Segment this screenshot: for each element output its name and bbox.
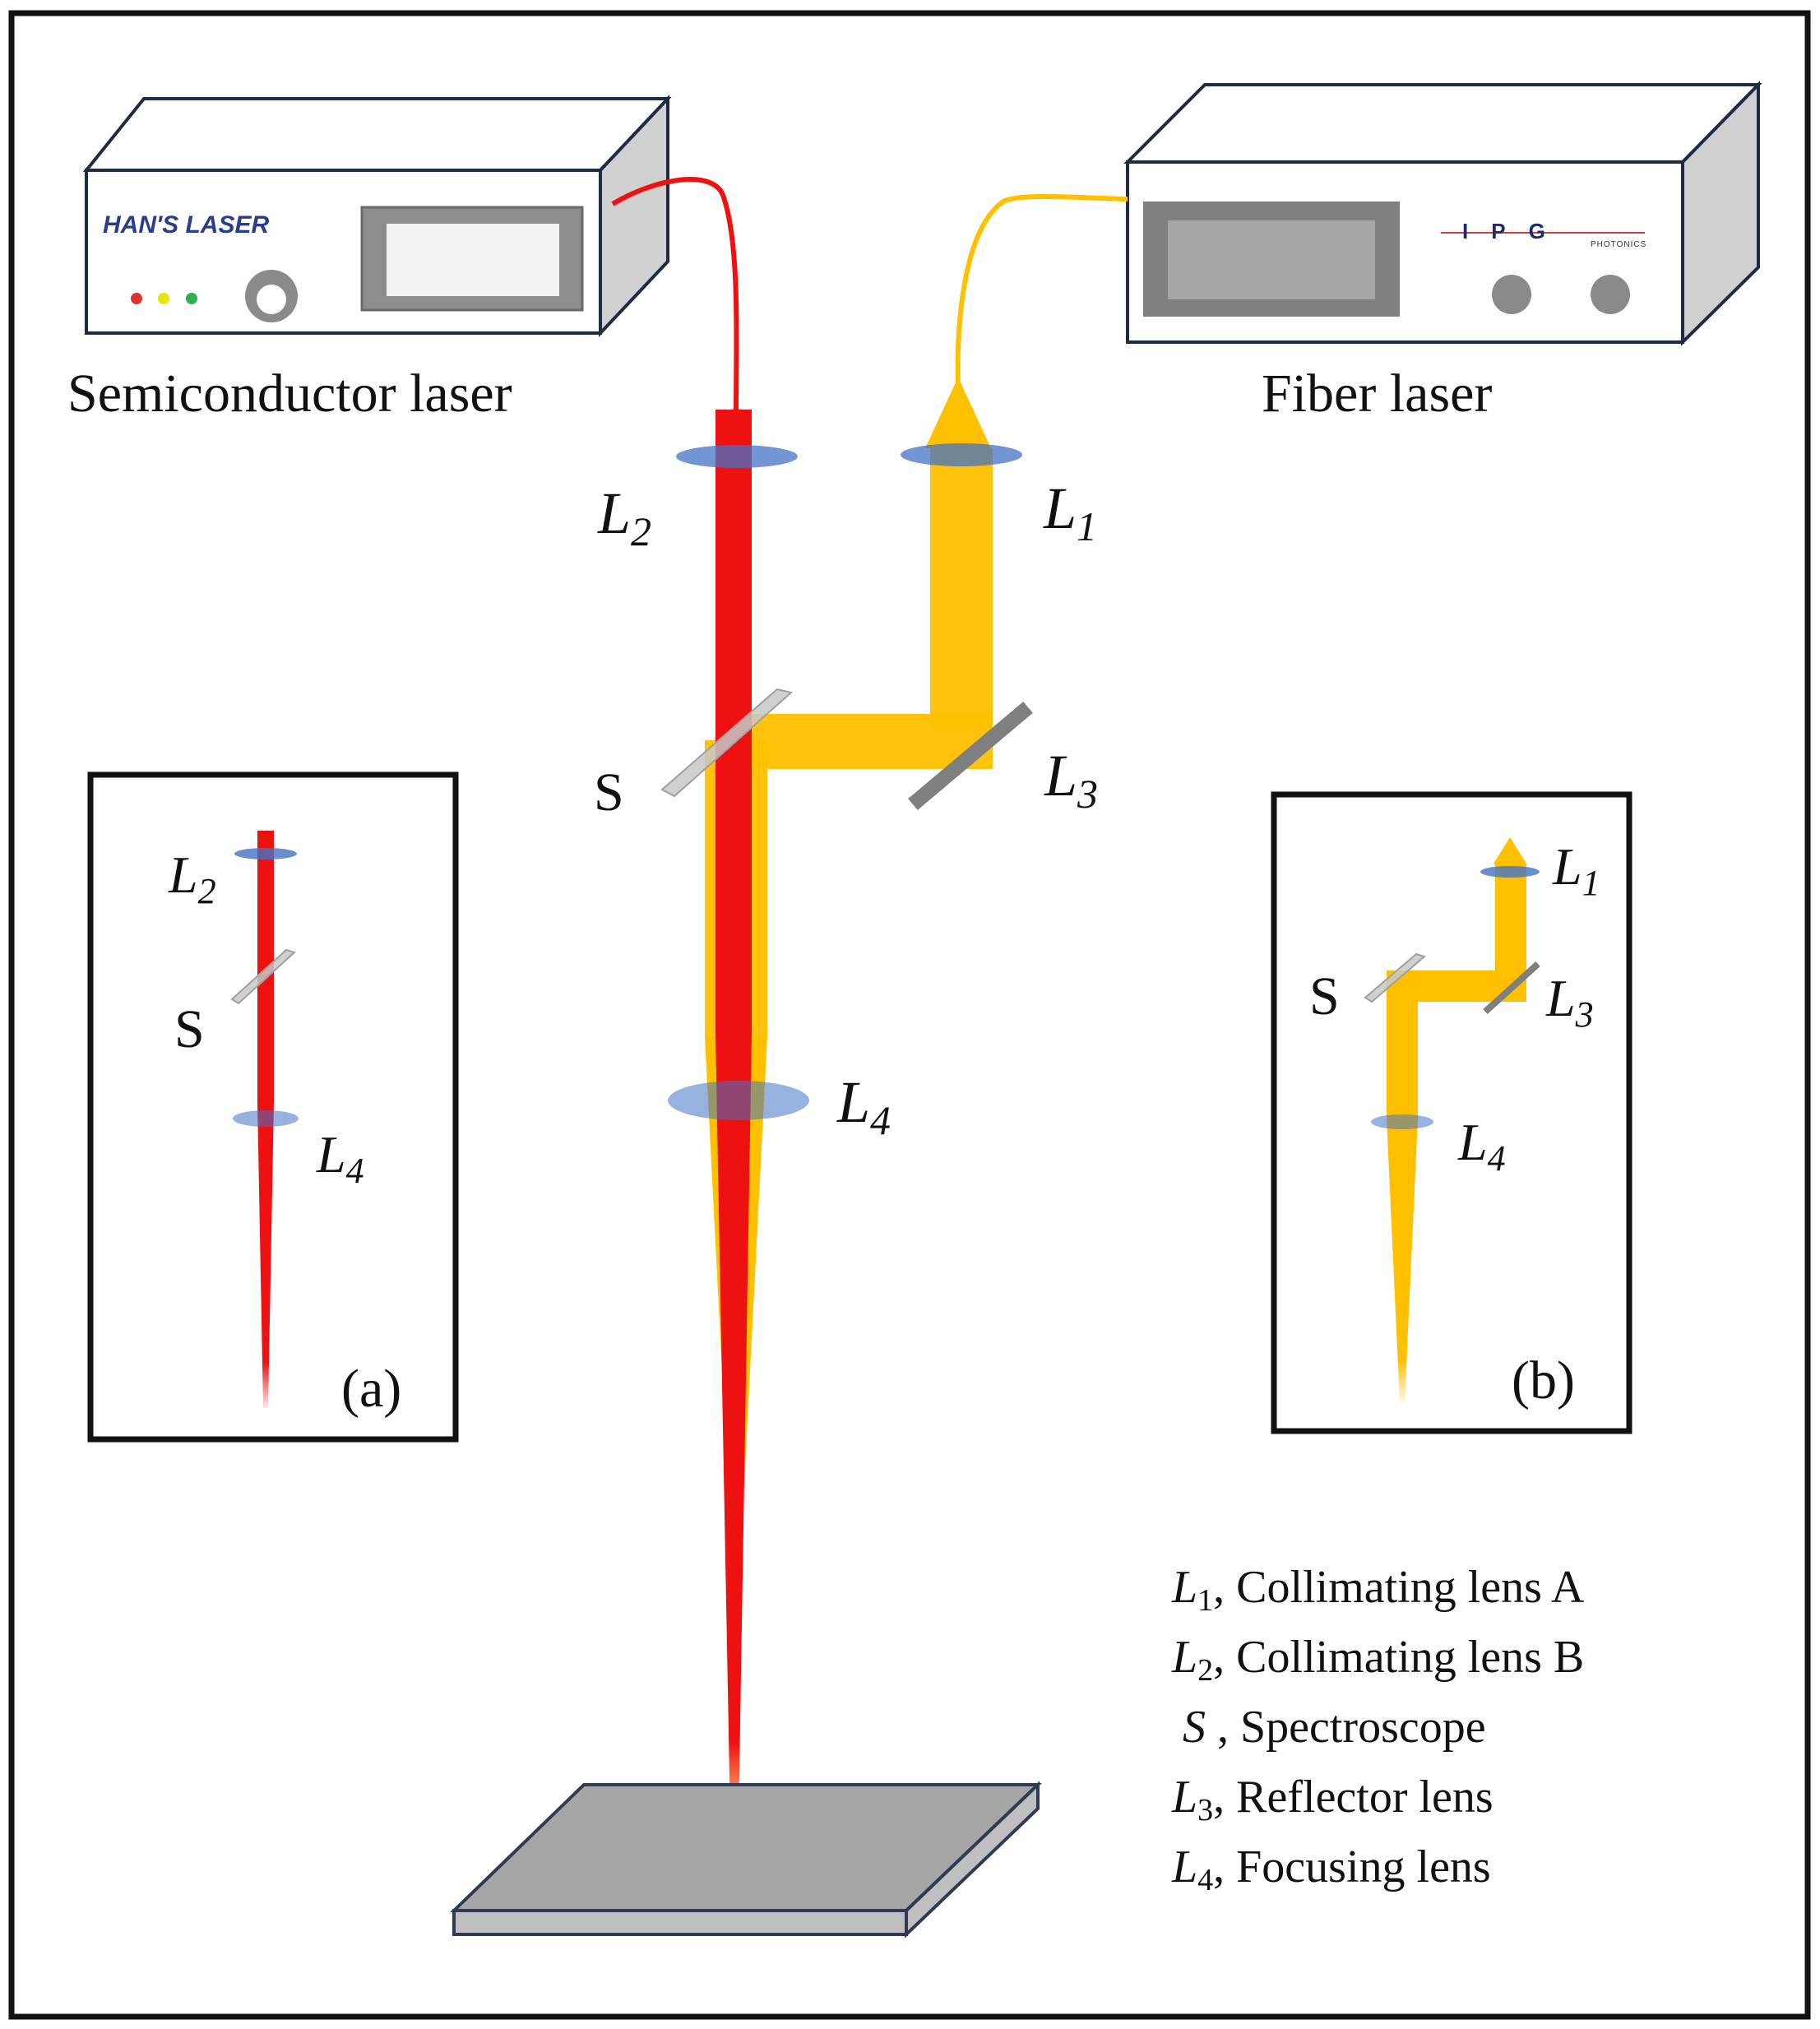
l4-label: L4: [836, 1069, 891, 1143]
legend: L1, Collimating lens A L2, Collimating l…: [1171, 1562, 1585, 1897]
red-indicator-icon: [131, 293, 142, 304]
green-indicator-icon: [186, 293, 197, 304]
fiber-display: [1143, 202, 1400, 317]
inset-b-yellow-tip: [1494, 837, 1526, 864]
legend-item: L3, Reflector lens: [1171, 1772, 1494, 1827]
inset-b-l4-label: L4: [1457, 1113, 1506, 1179]
l2-lens: [676, 445, 798, 468]
svg-text:PHOTONICS: PHOTONICS: [1591, 240, 1646, 249]
inset-a-red-beam: [257, 831, 274, 1102]
inset-a-s-label: S: [174, 999, 205, 1059]
fiber-laser-label: Fiber laser: [1262, 364, 1492, 424]
fiber-laser-device: IPG PHOTONICS: [1123, 81, 1762, 346]
red-fiber-cable: [611, 177, 739, 412]
ipg-photonics-logo: IPG PHOTONICS: [1441, 219, 1646, 249]
inset-b-yellow-down: [1387, 987, 1418, 1119]
semiconductor-display: [360, 206, 584, 312]
yellow-beam-horizontal: [748, 714, 993, 769]
s-label: S: [594, 762, 624, 822]
inset-a-l4-label: L4: [316, 1125, 364, 1191]
yellow-indicator-icon: [158, 293, 169, 304]
hans-laser-brand: HAN'S LASER: [103, 211, 269, 239]
inset-b-yellow-focus: [1387, 1119, 1418, 1402]
inset-a-spectroscope: [230, 948, 296, 1005]
inset-a-l2-label: L2: [168, 845, 216, 911]
l3-label: L3: [1044, 743, 1098, 817]
inset-b-l1-lens: [1480, 866, 1540, 878]
svg-text:IPG: IPG: [1462, 219, 1568, 243]
yellow-beam-vertical: [930, 448, 993, 728]
yellow-beam-taper: [925, 382, 991, 448]
inset-b-yellow-vertical: [1495, 864, 1526, 970]
inset-a: L2 S L4 (a): [87, 771, 459, 1443]
fiber-knob-left-icon: [1492, 275, 1531, 314]
spectroscope-s: [660, 688, 794, 798]
l1-lens: [901, 443, 1022, 466]
yellow-fiber-cable: [955, 193, 1128, 387]
legend-item: S , Spectroscope: [1183, 1702, 1486, 1753]
l4-lens: [668, 1081, 809, 1120]
inset-b-spectroscope: [1364, 952, 1427, 1003]
inset-b-s-label: S: [1309, 966, 1340, 1026]
legend-item: L4, Focusing lens: [1171, 1841, 1491, 1897]
legend-item: L1, Collimating lens A: [1171, 1562, 1585, 1618]
inset-b-label: (b): [1512, 1350, 1575, 1411]
legend-item: L2, Collimating lens B: [1171, 1632, 1584, 1688]
inset-b-l4-lens: [1371, 1114, 1433, 1129]
inset-a-label: (a): [341, 1359, 401, 1419]
inset-b-reflector: [1483, 961, 1540, 1014]
inset-b-l3-label: L3: [1545, 969, 1594, 1035]
reflector-l3: [908, 702, 1033, 810]
semiconductor-laser-label: Semiconductor laser: [67, 364, 512, 424]
inset-a-l2-lens: [234, 848, 297, 859]
semiconductor-knob-icon: [245, 270, 298, 322]
inset-a-l4-lens: [233, 1110, 299, 1127]
red-beam-focus: [715, 1035, 752, 1822]
inset-b-l1-label: L1: [1552, 837, 1600, 903]
semiconductor-laser-device: HAN'S LASER: [82, 94, 672, 338]
fiber-knob-right-icon: [1591, 275, 1630, 314]
workpiece-plate: [450, 1781, 1042, 1939]
l1-label: L1: [1043, 475, 1097, 549]
l2-label: L2: [597, 480, 651, 554]
inset-a-red-focus: [257, 1102, 274, 1408]
inset-b: L1 S L3 L4 (b): [1271, 791, 1632, 1434]
